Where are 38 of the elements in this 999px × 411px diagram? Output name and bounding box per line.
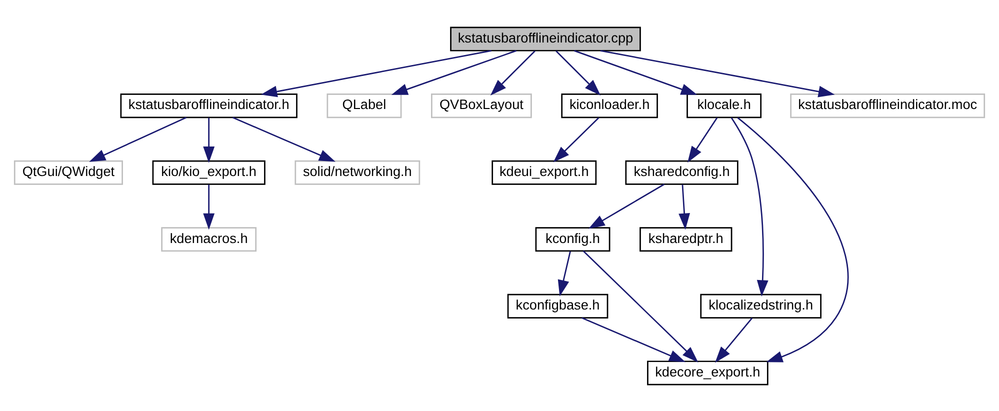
node-box: kiconloader.h (561, 93, 658, 118)
arrow (203, 184, 215, 230)
node-box: ksharedconfig.h (625, 160, 738, 184)
node-box: kconfig.h (535, 226, 610, 252)
arrow (553, 116, 600, 162)
node-box: kstatusbarofflineindicator.moc (790, 93, 986, 118)
arrow (556, 50, 601, 96)
node-box: kdeui_export.h (492, 160, 597, 184)
arrow (574, 50, 698, 94)
node-box: kio/kio_export.h (152, 160, 266, 184)
node-box: kstatusbarofflineindicator.cpp (450, 26, 641, 51)
arrow (203, 117, 215, 162)
arrow (737, 116, 849, 362)
arrow (232, 116, 336, 162)
arrow (582, 250, 698, 362)
arrow (558, 250, 571, 296)
node-box: ksharedptr.h (640, 226, 732, 252)
arrow (260, 50, 492, 97)
arrow (582, 316, 686, 362)
arrow (588, 183, 665, 228)
arrow (600, 50, 835, 97)
arrow (688, 116, 718, 162)
arrow (490, 50, 536, 96)
node-box: QtGui/QWidget (14, 160, 123, 184)
node-box: kstatusbarofflineindicator.h (120, 93, 298, 118)
node-box: solid/networking.h (294, 160, 420, 184)
node-box: kdemacros.h (161, 226, 257, 252)
node-box: QLabel (326, 93, 402, 118)
node-box: kconfigbase.h (507, 293, 608, 318)
arrow (89, 116, 187, 162)
node-box: kdecore_export.h (647, 360, 768, 385)
node-box: QVBoxLayout (431, 93, 532, 118)
arrow (678, 184, 690, 230)
arrow (714, 317, 753, 362)
arrow (391, 50, 517, 94)
arrow (730, 116, 768, 296)
node-box: klocalizedstring.h (700, 293, 822, 318)
node-box: klocale.h (686, 93, 762, 118)
